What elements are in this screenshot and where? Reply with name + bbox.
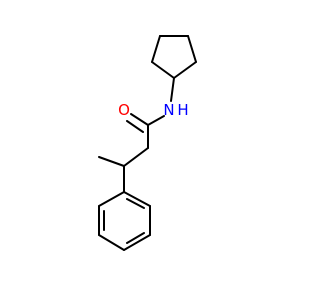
bond — [123, 234, 151, 251]
bond — [126, 198, 145, 209]
hydrogen-atom-label: H — [177, 101, 188, 119]
bond — [98, 191, 125, 207]
bond — [151, 61, 175, 79]
cyclopentyl-ring — [151, 35, 197, 79]
nitrogen-atom-label: N — [163, 101, 174, 119]
bond — [123, 191, 151, 207]
bond — [147, 115, 165, 126]
structure-canvas: O N H — [98, 35, 197, 251]
bond — [98, 156, 125, 167]
bond — [126, 120, 144, 133]
bond — [126, 232, 145, 244]
bond — [187, 35, 197, 63]
bond — [170, 77, 175, 102]
bond — [123, 147, 149, 167]
oxygen-atom-label: O — [118, 101, 130, 119]
bond — [173, 61, 197, 79]
phenyl-ring — [98, 191, 151, 251]
bond — [151, 35, 161, 63]
molecule-drawing: O N H — [98, 35, 197, 251]
bond — [98, 234, 125, 251]
bond — [130, 113, 149, 126]
